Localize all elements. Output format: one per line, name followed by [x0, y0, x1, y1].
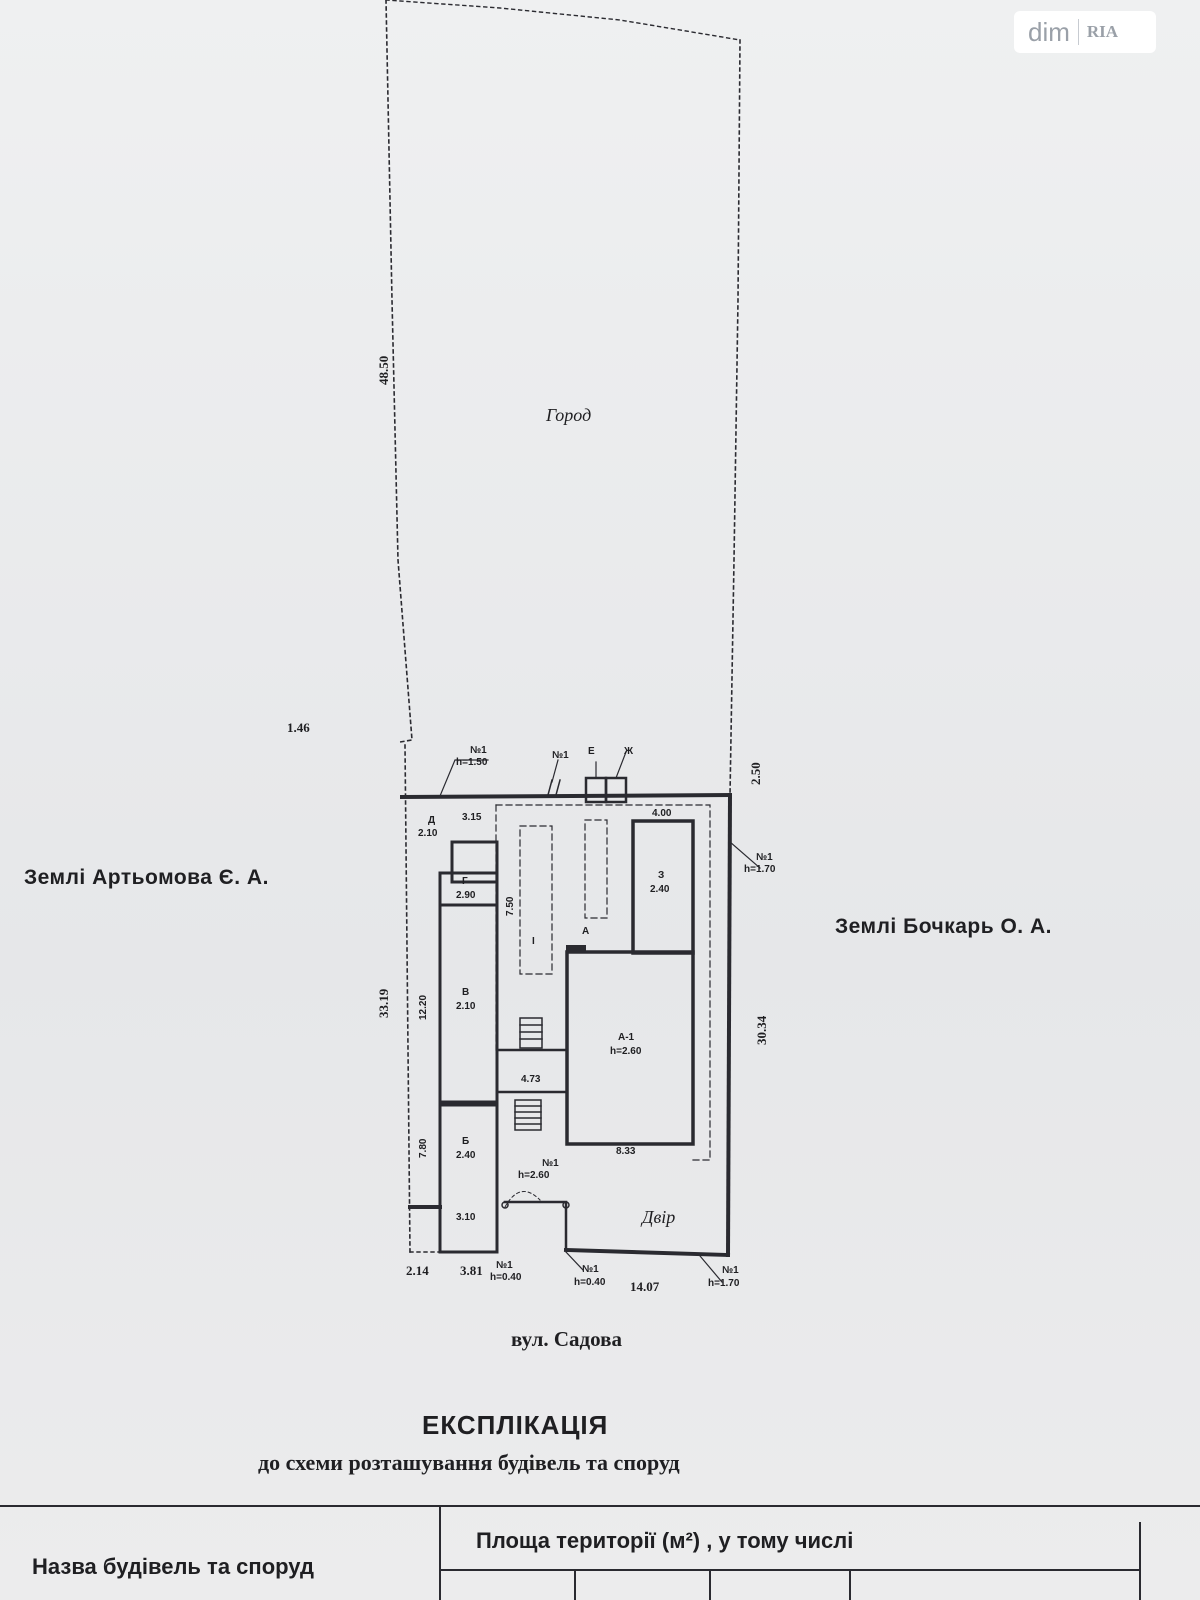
left-neighbor-label: Землі Артьомова Є. А. [24, 866, 269, 889]
dim-right-side: 30.34 [754, 1015, 769, 1045]
gate-post-1 [501, 1201, 509, 1209]
fence-right-number: №1 [756, 852, 773, 863]
yard-label: Двір [642, 1207, 676, 1227]
dim-top-right: 2.50 [748, 762, 763, 785]
leader-fence-top [439, 759, 489, 797]
dim-bottom-b: 3.81 [460, 1263, 483, 1278]
stairs-upper [519, 1017, 543, 1049]
dim-315: 3.15 [462, 812, 482, 823]
explication-table-lines [0, 1505, 1200, 1600]
fence-bottom-left-height: h=0.40 [490, 1272, 522, 1283]
table-header-area: Площа території (м²) , у тому числі [476, 1528, 854, 1553]
gate-mid-height: h=2.60 [518, 1170, 550, 1181]
right-neighbor-label: Землі Бочкарь О. А. [835, 915, 1052, 938]
gate-post-2 [562, 1201, 570, 1209]
gate-top-number: №1 [552, 750, 569, 761]
dim-left-lower: 33.19 [376, 988, 391, 1018]
dim-400: 4.00 [652, 808, 672, 819]
table-header-name: Назва будівель та споруд [32, 1554, 314, 1579]
gate-top [547, 779, 561, 796]
room-v-height: 2.10 [456, 1001, 476, 1012]
fence-bottom-left-number: №1 [496, 1260, 513, 1271]
porch-a [566, 945, 586, 953]
structure-e [584, 776, 608, 804]
watermark-brand-2: RIA [1086, 22, 1119, 41]
fence-bottom-number: №1 [722, 1265, 739, 1276]
garden-boundary-top [385, 0, 741, 41]
dim-12: 12.20 [418, 994, 429, 1020]
dim-310: 3.10 [456, 1212, 476, 1223]
dim-473: 4.73 [521, 1074, 541, 1085]
structure-zh [604, 776, 628, 804]
explication-subtitle: до схеми розташування будівель та споруд [258, 1450, 680, 1475]
garden-label: Город [546, 405, 592, 425]
room-i-label: І [532, 936, 535, 947]
garden-boundary-right [729, 39, 741, 796]
fence-bottom-height: h=1.70 [708, 1278, 740, 1289]
room-g-height: 2.90 [456, 890, 476, 901]
room-a1-label: А-1 [618, 1032, 635, 1043]
dim-ria-watermark: dim RIA [1014, 11, 1156, 53]
gate-bottom-number: №1 [582, 1264, 599, 1275]
lot-boundary-left [404, 744, 411, 1253]
stairs-lower [514, 1099, 542, 1131]
fence-top-number: №1 [470, 745, 487, 756]
dim-corner: 1.46 [287, 720, 310, 735]
building-v [438, 903, 499, 1107]
watermark-separator [1077, 19, 1079, 45]
leader-gate-bottom [565, 1251, 584, 1271]
dim-left-upper: 48.50 [376, 355, 391, 385]
fence-right-height: h=1.70 [744, 864, 776, 875]
room-g-label: Г [462, 876, 468, 887]
room-z-height: 2.40 [650, 884, 670, 895]
garden-boundary-left [385, 0, 413, 743]
room-d-height: 2.10 [418, 828, 438, 839]
room-b-height: 2.40 [456, 1150, 476, 1161]
room-v-label: В [462, 987, 470, 998]
fence-top-height: h=1.50 [456, 757, 488, 768]
fence-right [725, 792, 733, 1258]
dim-750: 7.50 [505, 896, 516, 916]
room-a-label: А [582, 926, 590, 937]
building-b [438, 1100, 499, 1254]
gate-bottom [503, 1200, 568, 1252]
fence-bottom [563, 1247, 731, 1258]
room-b-label: Б [462, 1136, 470, 1147]
gate-mid-number: №1 [542, 1158, 559, 1169]
leader-gate-top [551, 759, 559, 783]
leader-fence-right [729, 841, 761, 869]
room-d-label: Д [428, 815, 436, 826]
gate-swing [504, 1191, 541, 1208]
dim-bottom-a: 2.14 [406, 1263, 429, 1278]
dim-833: 8.33 [616, 1146, 636, 1157]
fence-top [399, 792, 733, 800]
building-d [450, 840, 499, 884]
path-strip-2 [584, 819, 608, 919]
explication-title: ЕКСПЛІКАЦІЯ [422, 1410, 609, 1440]
street-label: вул. Садова [511, 1327, 622, 1351]
dim-bottom-c: 14.07 [630, 1279, 660, 1294]
gate-bottom-height: h=0.40 [574, 1277, 606, 1288]
watermark-brand: dim [1028, 16, 1070, 47]
structure-e-label: Е [588, 746, 595, 757]
dim-780: 7.80 [418, 1138, 429, 1158]
structure-zh-label: Ж [624, 746, 634, 757]
leader-zh [615, 751, 627, 779]
leader-fence-bottom [699, 1255, 723, 1283]
path-strip-1 [519, 825, 553, 975]
inner-dashed-1 [495, 804, 711, 1161]
room-z-label: З [658, 870, 665, 881]
room-a1-height: h=2.60 [610, 1046, 642, 1057]
building-a1 [565, 950, 695, 1146]
